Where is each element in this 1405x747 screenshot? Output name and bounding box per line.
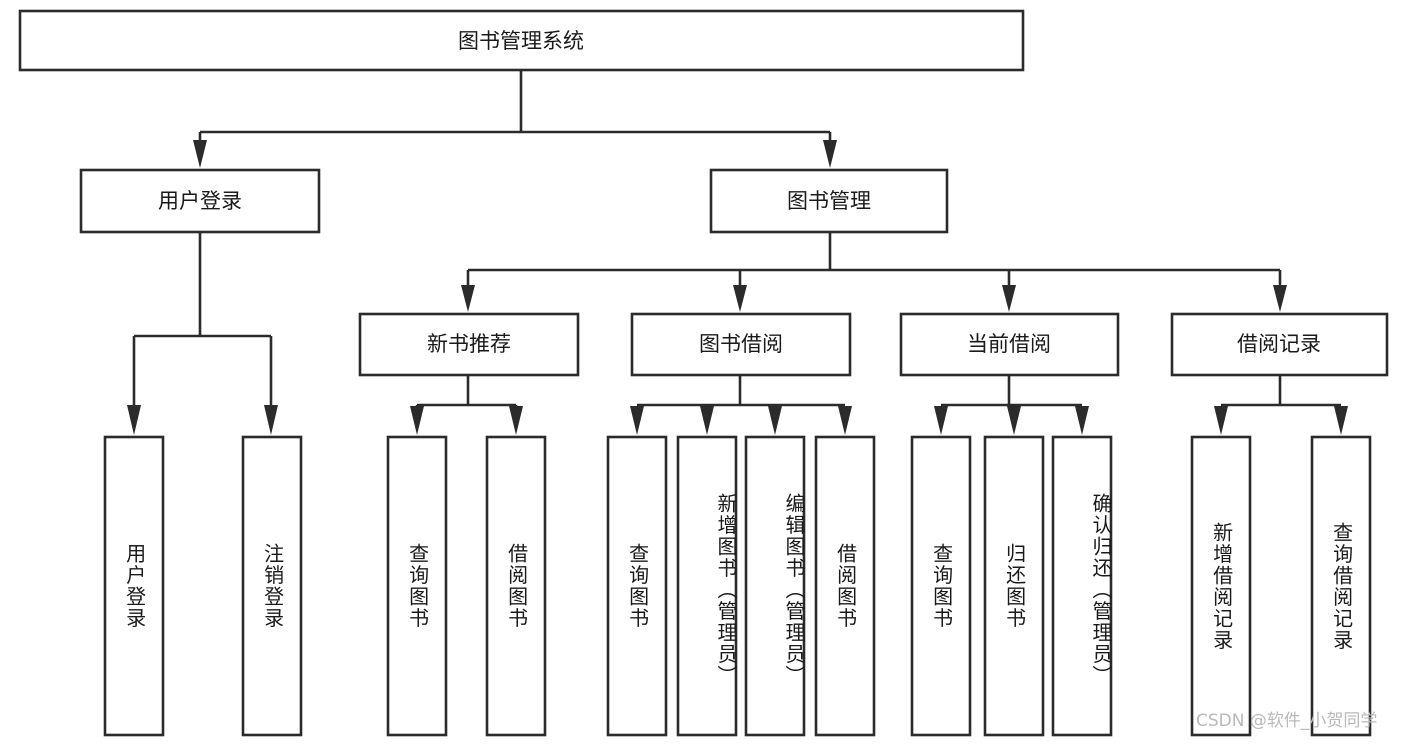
leaf-box-borrow-book-1[interactable]: [485, 435, 547, 737]
leaf-boxes: [103, 435, 1372, 737]
arrowhead-user-login-do: [127, 405, 141, 435]
node-user-login[interactable]: 用户登录: [79, 168, 321, 234]
arrowhead-book-borrow: [733, 285, 747, 312]
arrowhead-current-borrow: [1002, 285, 1016, 312]
arrowhead-add-borrow-record: [1214, 406, 1228, 435]
leaf-box-user-logout[interactable]: [241, 435, 303, 737]
arrowhead-borrow-record: [1273, 285, 1287, 312]
leaf-box-confirm-return-admin[interactable]: [1051, 435, 1113, 737]
arrowhead-user-logout: [264, 405, 278, 435]
node-current-borrow-label: 当前借阅: [967, 332, 1051, 356]
arrowhead-query-book-3: [934, 406, 948, 435]
leaf-box-query-borrow-record[interactable]: [1310, 435, 1372, 737]
arrowhead-edit-book-admin: [768, 406, 782, 435]
edges-book-borrow-to-leaves: [630, 375, 852, 435]
arrowhead-borrow-book-1: [509, 406, 523, 435]
edges-book-manage-to-groups: [461, 232, 1287, 312]
leaf-box-user-login-do[interactable]: [103, 435, 165, 737]
node-book-borrow-box[interactable]: [630, 312, 852, 377]
leaf-box-add-book-admin[interactable]: [676, 435, 738, 737]
node-new-book-recommend-box[interactable]: [358, 312, 580, 377]
arrowhead-query-borrow-record: [1334, 406, 1348, 435]
node-book-manage-box[interactable]: [709, 168, 949, 234]
node-borrow-record-box[interactable]: [1170, 312, 1389, 377]
leaf-box-query-book-2[interactable]: [606, 435, 668, 737]
leaf-box-query-book-3[interactable]: [910, 435, 972, 737]
edges-new-book-recommend-to-leaves: [410, 375, 523, 435]
arrowhead-book-manage: [823, 140, 837, 168]
node-borrow-record-label: 借阅记录: [1237, 332, 1321, 356]
arrowhead-query-book-2: [630, 406, 644, 435]
node-root-label: 图书管理系统: [458, 29, 584, 53]
leaf-box-add-borrow-record[interactable]: [1190, 435, 1252, 737]
csdn-watermark: CSDN @软件_小贺同学: [1196, 711, 1378, 731]
node-current-borrow-box[interactable]: [899, 312, 1120, 377]
node-new-book-recommend[interactable]: 新书推荐: [358, 312, 580, 377]
node-user-login-label: 用户登录: [158, 189, 242, 213]
arrowhead-confirm-return-admin: [1075, 406, 1089, 435]
edges-current-borrow-to-leaves: [934, 375, 1089, 435]
leaf-box-borrow-book-2[interactable]: [814, 435, 876, 737]
node-borrow-record[interactable]: 借阅记录: [1170, 312, 1389, 377]
arrowhead-user-login: [193, 140, 207, 168]
node-book-manage-label: 图书管理: [787, 189, 871, 213]
arrowhead-borrow-book-2: [838, 406, 852, 435]
arrowhead-add-book-admin: [700, 406, 714, 435]
node-root-box[interactable]: [18, 9, 1025, 72]
node-new-book-recommend-label: 新书推荐: [427, 332, 511, 356]
arrowhead-new-book-recommend: [461, 285, 475, 312]
leaf-box-return-book[interactable]: [983, 435, 1045, 737]
leaf-box-edit-book-admin[interactable]: [744, 435, 806, 737]
edges-user-login-to-leaves: [127, 232, 278, 435]
node-root[interactable]: 图书管理系统: [18, 9, 1025, 72]
leaf-box-query-book-1[interactable]: [386, 435, 448, 737]
node-current-borrow[interactable]: 当前借阅: [899, 312, 1120, 377]
arrowhead-query-book-1: [410, 406, 424, 435]
node-book-borrow-label: 图书借阅: [699, 332, 783, 356]
node-user-login-box[interactable]: [79, 168, 321, 234]
arrowhead-return-book: [1007, 406, 1021, 435]
node-book-borrow[interactable]: 图书借阅: [630, 312, 852, 377]
node-book-manage[interactable]: 图书管理: [709, 168, 949, 234]
edges-borrow-record-to-leaves: [1214, 375, 1348, 435]
edges-root-to-level2: [193, 70, 837, 168]
